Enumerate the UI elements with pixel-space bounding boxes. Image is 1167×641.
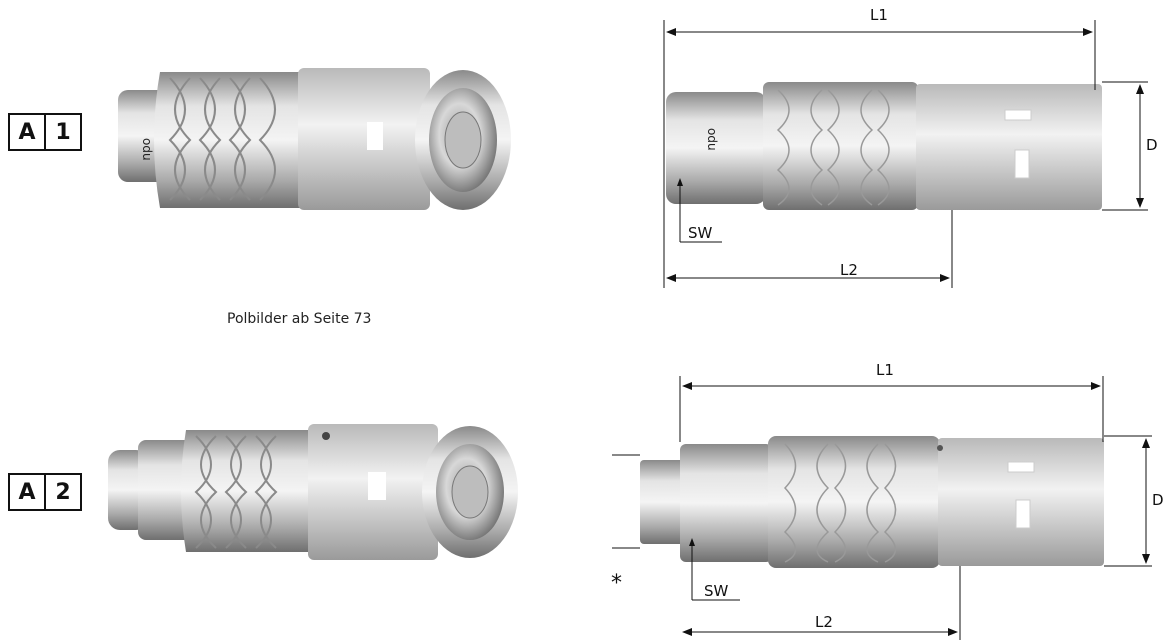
dimension-sw-label: SW xyxy=(704,582,729,600)
dimension-l1-label: L1 xyxy=(870,6,888,24)
variant-code-letter: A xyxy=(18,119,36,145)
connector-photo-a1: odu xyxy=(118,68,511,210)
side-view-a2: * L1 D SW L2 xyxy=(611,361,1164,640)
dimension-sw-label: SW xyxy=(688,224,713,242)
variant-code-a2: A 2 xyxy=(8,473,82,511)
dimension-l1-label: L1 xyxy=(876,361,894,379)
note-asterisk: * xyxy=(611,571,622,596)
variant-code-number: 1 xyxy=(44,115,80,149)
dimension-l2-label: L2 xyxy=(815,613,833,631)
connector-photo-a2 xyxy=(108,424,518,560)
dimension-l2-label: L2 xyxy=(840,261,858,279)
variant-code-number: 2 xyxy=(44,475,80,509)
logo-mark: odu xyxy=(705,128,719,151)
dimension-d-label: D xyxy=(1152,491,1164,509)
side-view-a1: odu L1 D SW L2 xyxy=(663,6,1158,288)
variant-code-a1: A 1 xyxy=(8,113,82,151)
dimension-d-label: D xyxy=(1146,136,1158,154)
page-reference-caption: Polbilder ab Seite 73 xyxy=(227,311,372,327)
logo-mark: odu xyxy=(140,138,154,161)
variant-code-letter: A xyxy=(18,479,36,505)
